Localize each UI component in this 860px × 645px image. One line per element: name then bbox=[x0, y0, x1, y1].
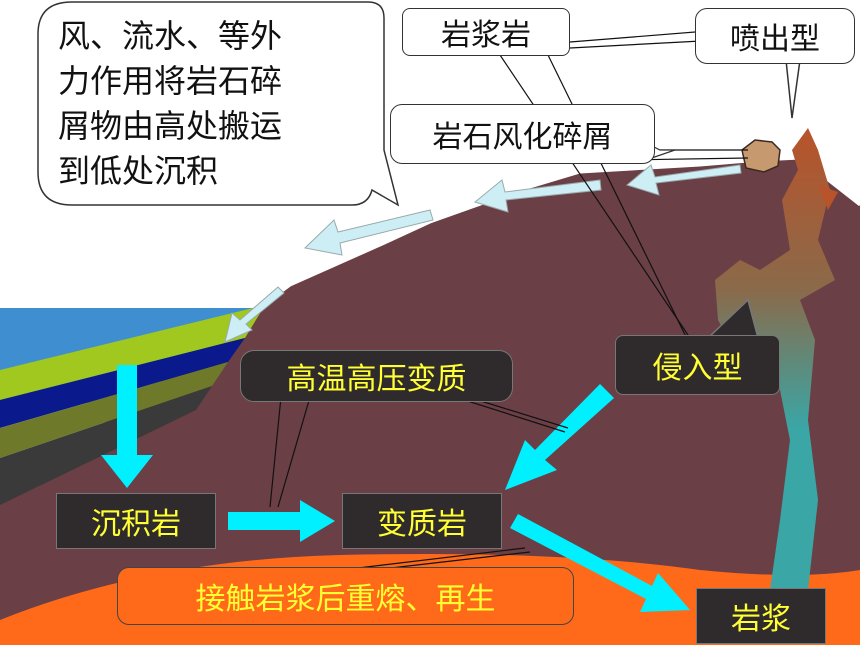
terrain-outline bbox=[231, 156, 860, 330]
label-remelting: 接触岩浆后重熔、再生 bbox=[117, 567, 574, 625]
transport-arrow-3 bbox=[303, 209, 434, 256]
lava-splash bbox=[818, 185, 838, 210]
label-magma: 岩浆 bbox=[696, 588, 826, 644]
label-weathering-debris: 岩石风化碎屑 bbox=[390, 104, 655, 164]
callout-bubble bbox=[37, 1, 400, 207]
label-intrusive: 侵入型 bbox=[615, 335, 780, 395]
label-extrusive: 喷出型 bbox=[695, 8, 855, 64]
sediment-layer-4 bbox=[0, 386, 212, 505]
sediment-layer-1 bbox=[0, 305, 265, 400]
arrow-intrusive-to-metamorphic bbox=[505, 384, 614, 490]
arrow-metamorphic-to-magma bbox=[510, 514, 690, 612]
sediment-layer-3 bbox=[0, 362, 228, 458]
callout-text: 风、流水、等外 力作用将岩石碎 屑物由高处搬运 到低处沉积 bbox=[58, 17, 283, 190]
transport-arrow-2 bbox=[473, 179, 602, 213]
connector-lines bbox=[269, 29, 749, 576]
label-magmatic-rock: 岩浆岩 bbox=[402, 8, 570, 56]
label-metamorphic-rock: 变质岩 bbox=[342, 493, 502, 549]
lava-rock-chunk bbox=[741, 139, 781, 173]
arrow-sediment-to-metamorphic bbox=[228, 500, 335, 542]
process-arrows bbox=[101, 365, 690, 612]
sediment-transport-arrows bbox=[224, 164, 742, 343]
arrow-sediment-down bbox=[101, 365, 153, 488]
transport-arrow-4 bbox=[224, 286, 285, 343]
label-metamorphism: 高温高压变质 bbox=[240, 350, 513, 402]
transport-arrow-1 bbox=[625, 164, 742, 196]
label-sedimentary-rock: 沉积岩 bbox=[56, 493, 216, 549]
